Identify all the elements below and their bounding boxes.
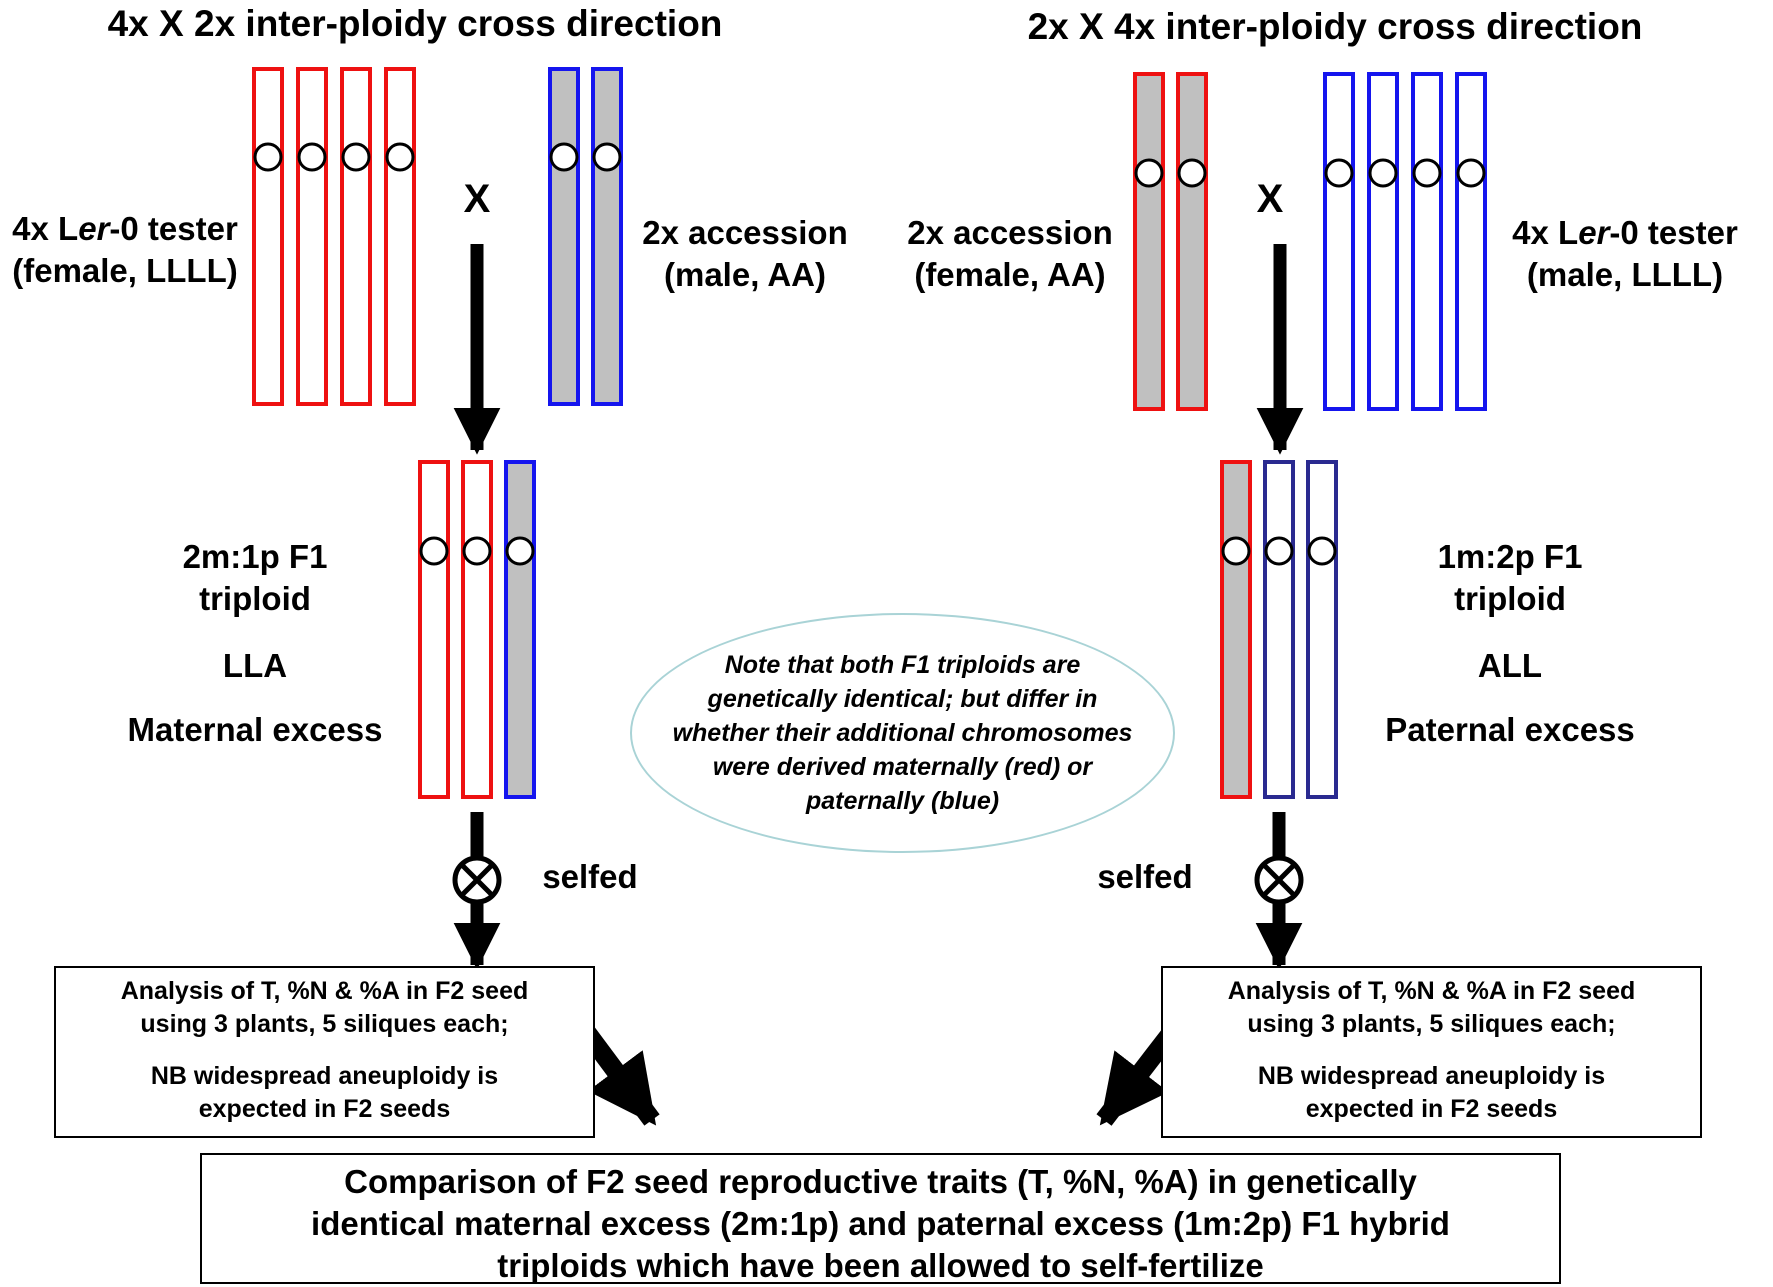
left-female-chromosomes (252, 67, 416, 406)
note-line3: whether their additional chromosomes (672, 719, 1133, 747)
centromere (1456, 158, 1486, 188)
left-male-label-line1: 2x accession (642, 214, 848, 251)
left-f1-chromosomes (418, 460, 536, 799)
conclusion-line3: triploids which have been allowed to sel… (497, 1246, 1264, 1284)
left-female-label: 4x Ler-0 tester (female, LLLL) (0, 208, 250, 292)
centromere (549, 142, 579, 172)
note-line4: were derived maternally (red) or (712, 753, 1093, 781)
centromere (341, 142, 371, 172)
right-cross-symbol: X (1256, 177, 1284, 221)
centromere (592, 142, 622, 172)
left-analysis-line1: Analysis of T, %N & %A in F2 seed (120, 977, 529, 1005)
chromosome (504, 460, 536, 799)
right-f1-line2: triploid (1454, 580, 1566, 617)
chromosome (1306, 460, 1338, 799)
chromosome (252, 67, 284, 406)
left-f1-excess: Maternal excess (127, 711, 383, 748)
right-analysis-line3: NB widespread aneuploidy is (1257, 1061, 1606, 1090)
centromere (1264, 536, 1294, 566)
note-line2: genetically identical; but differ in (707, 685, 1098, 713)
right-analysis-line4: expected in F2 seeds (1305, 1094, 1558, 1123)
right-self-icon (1254, 855, 1304, 905)
right-female-chromosomes (1133, 72, 1208, 411)
left-diagonal-arrow (577, 1024, 660, 1126)
right-female-label-line1: 2x accession (907, 214, 1113, 251)
left-male-chromosomes (548, 67, 623, 406)
centromere (462, 536, 492, 566)
left-cross-symbol: X (463, 177, 491, 221)
left-f1-label: 2m:1p F1 triploid (155, 536, 355, 620)
chromosome (548, 67, 580, 406)
chromosome (384, 67, 416, 406)
chromosome (296, 67, 328, 406)
right-male-chromosomes (1323, 72, 1487, 411)
centromere (1177, 158, 1207, 188)
conclusion-line1: Comparison of F2 seed reproductive trait… (344, 1163, 1417, 1200)
left-f1-genotype: LLA (222, 647, 288, 684)
centromere (1221, 536, 1251, 566)
right-male-label-line2: (male, LLLL) (1526, 256, 1724, 294)
left-analysis-box: Analysis of T, %N & %A in F2 seed using … (54, 966, 595, 1138)
conclusion-box: Comparison of F2 seed reproductive trait… (200, 1153, 1561, 1284)
chromosome (1133, 72, 1165, 411)
chromosome (1411, 72, 1443, 411)
chromosome (1176, 72, 1208, 411)
right-female-label: 2x accession (female, AA) (890, 212, 1130, 296)
left-analysis-line3: NB widespread aneuploidy is (150, 1061, 499, 1090)
right-title: 2x X 4x inter-ploidy cross direction (1027, 6, 1643, 47)
right-analysis-line1: Analysis of T, %N & %A in F2 seed (1227, 977, 1636, 1005)
right-female-label-line2: (female, AA) (914, 256, 1106, 294)
left-self-icon (452, 855, 502, 905)
left-analysis-line2: using 3 plants, 5 siliques each; (140, 1010, 509, 1039)
note-ellipse: Note that both F1 triploids are genetica… (630, 613, 1175, 853)
centromere (1412, 158, 1442, 188)
left-f1-line2: triploid (199, 580, 311, 617)
chromosome (1220, 460, 1252, 799)
left-male-label: 2x accession (male, AA) (630, 212, 860, 296)
note-text: Note that both F1 triploids are genetica… (673, 648, 1133, 818)
note-line5: paternally (blue) (805, 787, 1000, 815)
left-selfed-label: selfed (542, 858, 638, 895)
centromere (419, 536, 449, 566)
chromosome (418, 460, 450, 799)
chromosome (591, 67, 623, 406)
chromosome (1323, 72, 1355, 411)
right-selfed-label: selfed (1097, 858, 1193, 895)
centromere (297, 142, 327, 172)
chromosome (340, 67, 372, 406)
right-male-label: 4x Ler-0 tester (male, LLLL) (1495, 212, 1755, 296)
left-female-label-line2: (female, LLLL) (12, 252, 238, 290)
left-analysis-line4: expected in F2 seeds (198, 1094, 451, 1123)
centromere (505, 536, 535, 566)
left-female-label-line1: 4x Ler-0 tester (12, 210, 238, 247)
chromosome (1455, 72, 1487, 411)
right-analysis-line2: using 3 plants, 5 siliques each; (1247, 1010, 1616, 1039)
centromere (1307, 536, 1337, 566)
chromosome (461, 460, 493, 799)
chromosome (1367, 72, 1399, 411)
right-male-label-line1: 4x Ler-0 tester (1512, 214, 1738, 251)
note-line1: Note that both F1 triploids are (724, 651, 1081, 679)
centromere (1368, 158, 1398, 188)
centromere (253, 142, 283, 172)
centromere (385, 142, 415, 172)
right-diagonal-arrow (1096, 1027, 1179, 1126)
left-f1-line1: 2m:1p F1 (182, 538, 328, 575)
right-f1-chromosomes (1220, 460, 1338, 799)
left-title: 4x X 2x inter-ploidy cross direction (107, 3, 723, 44)
right-f1-label: 1m:2p F1 triploid (1410, 536, 1610, 620)
chromosome (1263, 460, 1295, 799)
centromere (1324, 158, 1354, 188)
right-analysis-box: Analysis of T, %N & %A in F2 seed using … (1161, 966, 1702, 1138)
centromere (1134, 158, 1164, 188)
right-f1-excess: Paternal excess (1385, 711, 1635, 748)
left-male-label-line2: (male, AA) (664, 256, 826, 294)
right-f1-line1: 1m:2p F1 (1437, 538, 1583, 575)
conclusion-line2: identical maternal excess (2m:1p) and pa… (311, 1204, 1450, 1242)
right-f1-genotype: ALL (1477, 647, 1543, 684)
